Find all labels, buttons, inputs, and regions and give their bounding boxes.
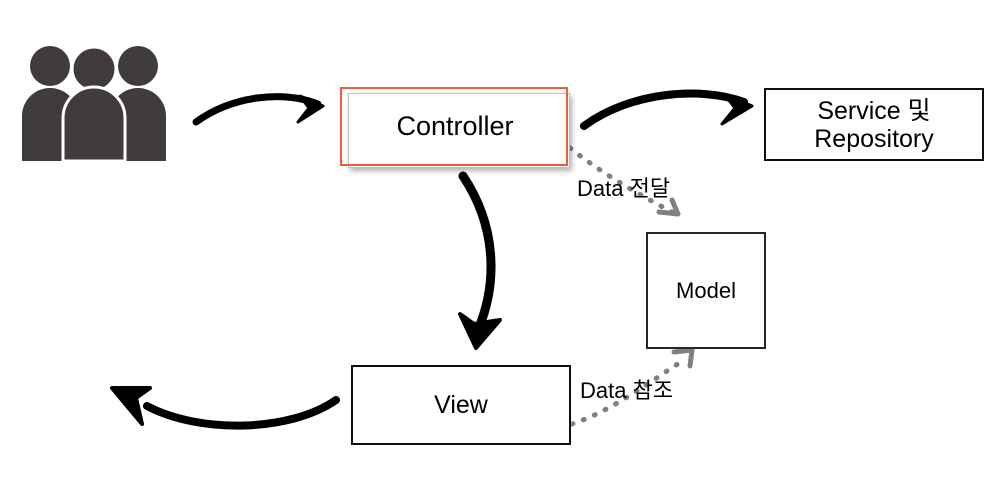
view-node[interactable]: View	[351, 365, 571, 445]
model-node[interactable]: Model	[646, 232, 766, 349]
edge-controller-to-view	[458, 171, 502, 350]
three-people-icon	[22, 45, 166, 161]
edge-label-data-reference: Data 참조	[580, 378, 674, 403]
view-label: View	[434, 390, 488, 419]
controller-label: Controller	[396, 111, 514, 141]
edge-label-data-transfer: Data 전달	[577, 176, 671, 201]
edge-view-to-model-dotted	[569, 347, 695, 427]
edge-controller-to-model-dotted	[567, 145, 681, 217]
edge-view-to-users	[110, 386, 340, 430]
service-repository-node[interactable]: Service 및 Repository	[764, 88, 984, 161]
edge-controller-to-service	[580, 89, 754, 130]
controller-node[interactable]	[340, 87, 568, 166]
edge-users-to-controller	[192, 93, 325, 126]
controller-inner-panel	[348, 93, 570, 168]
model-label: Model	[676, 277, 736, 303]
service-repository-label-line2: Repository	[814, 124, 934, 153]
service-repository-label-line1: Service 및	[817, 96, 931, 125]
